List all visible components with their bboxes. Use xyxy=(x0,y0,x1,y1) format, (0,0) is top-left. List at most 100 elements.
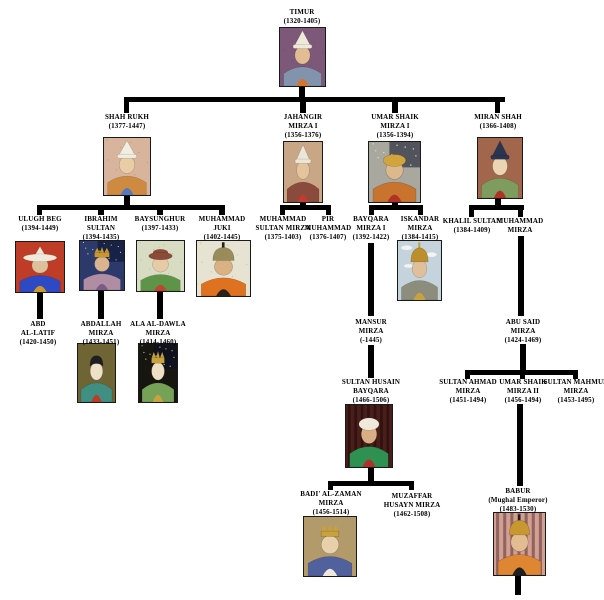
connector-line xyxy=(518,236,524,316)
node-name: SHAH RUKH xyxy=(105,113,149,121)
tree-node-abusaid: ABU SAID MIRZA (1424-1469) xyxy=(481,318,565,344)
tree-node-baysunghur: BAYSUNGHUR (1397-1433) xyxy=(118,215,202,233)
connector-line xyxy=(515,576,521,595)
node-name: SULTAN MAHMUD MIRZA xyxy=(543,378,604,395)
node-dates: (1453-1495) xyxy=(557,395,595,404)
portrait-baysunghur xyxy=(136,240,185,292)
node-dates: (1456-1494) xyxy=(504,395,542,404)
node-dates: (1462-1508) xyxy=(393,509,431,518)
connector-line xyxy=(37,205,42,215)
node-name: MUHAMMAD SULTAN MIRZA xyxy=(255,215,311,232)
connector-line xyxy=(124,97,129,113)
node-dates: (1456-1514) xyxy=(312,507,350,516)
node-dates: (1392-1422) xyxy=(352,232,390,241)
node-dates: (1377-1447) xyxy=(108,121,146,130)
tree-node-babur: BABUR (Mughal Emperor) (1483-1530) xyxy=(476,487,560,513)
tree-node-mansur: MANSUR MIRZA (-1445) xyxy=(329,318,413,344)
tree-node-msultanmirza: MUHAMMAD SULTAN MIRZA (1375-1403) xyxy=(241,215,325,241)
connector-line xyxy=(124,97,505,102)
portrait-iskandar xyxy=(397,240,442,301)
node-dates: (1483-1530) xyxy=(499,504,537,513)
node-dates: (1451-1494) xyxy=(449,395,487,404)
node-dates: (1384-1409) xyxy=(453,225,491,234)
node-name: MUZAFFAR HUSAYN MIRZA xyxy=(383,492,441,509)
node-name: BADI' AL-ZAMAN MIRZA xyxy=(300,490,362,507)
portrait-babur xyxy=(493,512,546,576)
connector-line xyxy=(495,198,501,206)
node-dates: (1376-1407) xyxy=(309,232,347,241)
node-dates: (1424-1469) xyxy=(504,335,542,344)
node-name: MIRAN SHAH xyxy=(474,113,522,121)
node-name: BAYSUNGHUR xyxy=(134,215,186,223)
node-name: SULTAN AHMAD MIRZA xyxy=(439,378,497,395)
node-dates: (-1445) xyxy=(359,335,383,344)
portrait-badi xyxy=(303,516,357,577)
node-dates: (1356-1394) xyxy=(376,130,414,139)
node-dates: (1433-1451) xyxy=(82,337,120,346)
tree-node-miranshah: MIRAN SHAH (1366-1408) xyxy=(456,113,540,131)
node-dates: (1375-1403) xyxy=(264,232,302,241)
connector-line xyxy=(157,205,163,215)
tree-node-shahrukh: SHAH RUKH (1377-1447) xyxy=(85,113,169,131)
connector-line xyxy=(418,205,423,215)
node-dates: (1466-1506) xyxy=(352,395,390,404)
connector-line xyxy=(280,205,285,215)
connector-line xyxy=(392,97,398,113)
node-dates: (1320-1405) xyxy=(283,16,321,25)
portrait-miranshah xyxy=(477,137,523,199)
node-name: ISKANDAR MIRZA xyxy=(400,215,440,232)
connector-line xyxy=(219,205,225,215)
tree-node-umarshaik2: UMAR SHAIK MIRZA II (1456-1494) xyxy=(481,378,565,404)
portrait-umarshaik1 xyxy=(368,141,421,203)
tree-node-iskandar: ISKANDAR MIRZA (1384-1415) xyxy=(378,215,462,241)
connector-line xyxy=(369,205,374,215)
portrait-abdallah xyxy=(77,343,116,403)
connector-line xyxy=(573,370,578,379)
portrait-ibrahimsultan xyxy=(79,240,125,291)
portrait-aladawla xyxy=(138,343,178,403)
node-name: BABUR (Mughal Emperor) xyxy=(488,487,548,504)
tree-node-ahmad: SULTAN AHMAD MIRZA (1451-1494) xyxy=(426,378,510,404)
tree-node-muhammadmirza: MUHAMMAD MIRZA xyxy=(478,217,562,235)
connector-line xyxy=(280,205,331,210)
connector-line xyxy=(518,205,523,217)
portrait-shahrukh xyxy=(103,137,151,196)
tree-node-abdallatif: ABD AL-LATIF (1420-1450) xyxy=(0,320,80,346)
connector-line xyxy=(469,205,474,217)
tree-node-ibrahimsultan: IBRAHIM SULTAN (1394-1435) xyxy=(59,215,143,241)
node-name: BAYQARA MIRZA I xyxy=(353,215,389,232)
tree-node-aladawla: ALA AL-DAWLA MIRZA (1414-1460) xyxy=(116,320,200,346)
connector-line xyxy=(520,344,526,371)
tree-node-muhammadjuki: MUHAMMAD JUKI (1402-1445) xyxy=(180,215,264,241)
connector-line xyxy=(520,370,525,379)
connector-line xyxy=(300,201,306,207)
connector-line xyxy=(368,468,374,483)
node-dates: (1394-1435) xyxy=(82,232,120,241)
connector-line xyxy=(326,205,331,215)
node-name: ABU SAID MIRZA xyxy=(505,318,541,335)
connector-line xyxy=(300,97,306,113)
tree-node-bayqara1: BAYQARA MIRZA I (1392-1422) xyxy=(329,215,413,241)
node-name: UMAR SHAIK MIRZA I xyxy=(371,113,419,130)
node-name: KHALIL SULTAN xyxy=(442,217,502,225)
node-name: ABD AL-LATIF xyxy=(20,320,56,337)
node-name: TIMUR xyxy=(289,8,315,16)
portrait-timur xyxy=(279,27,326,87)
node-name: ULUGH BEG xyxy=(18,215,62,223)
tree-node-pirmuhammad: PIR MUHAMMAD (1376-1407) xyxy=(286,215,370,241)
node-name: MUHAMMAD JUKI xyxy=(198,215,246,232)
node-dates: (1394-1449) xyxy=(21,223,59,232)
connector-line xyxy=(157,292,163,319)
connector-line xyxy=(495,97,500,113)
node-name: PIR MUHAMMAD xyxy=(304,215,352,232)
tree-node-muzaffar: MUZAFFAR HUSAYN MIRZA (1462-1508) xyxy=(370,492,454,518)
node-dates: (1366-1408) xyxy=(479,121,517,130)
connector-line xyxy=(369,205,423,210)
portrait-husainbayqara xyxy=(345,404,393,468)
connector-line xyxy=(409,481,414,490)
tree-node-husainbayqara: SULTAN HUSAIN BAYQARA (1466-1506) xyxy=(329,378,413,404)
node-name: UMAR SHAIK MIRZA II xyxy=(499,378,547,395)
connector-line xyxy=(392,201,398,207)
node-dates: (1420-1450) xyxy=(19,337,57,346)
